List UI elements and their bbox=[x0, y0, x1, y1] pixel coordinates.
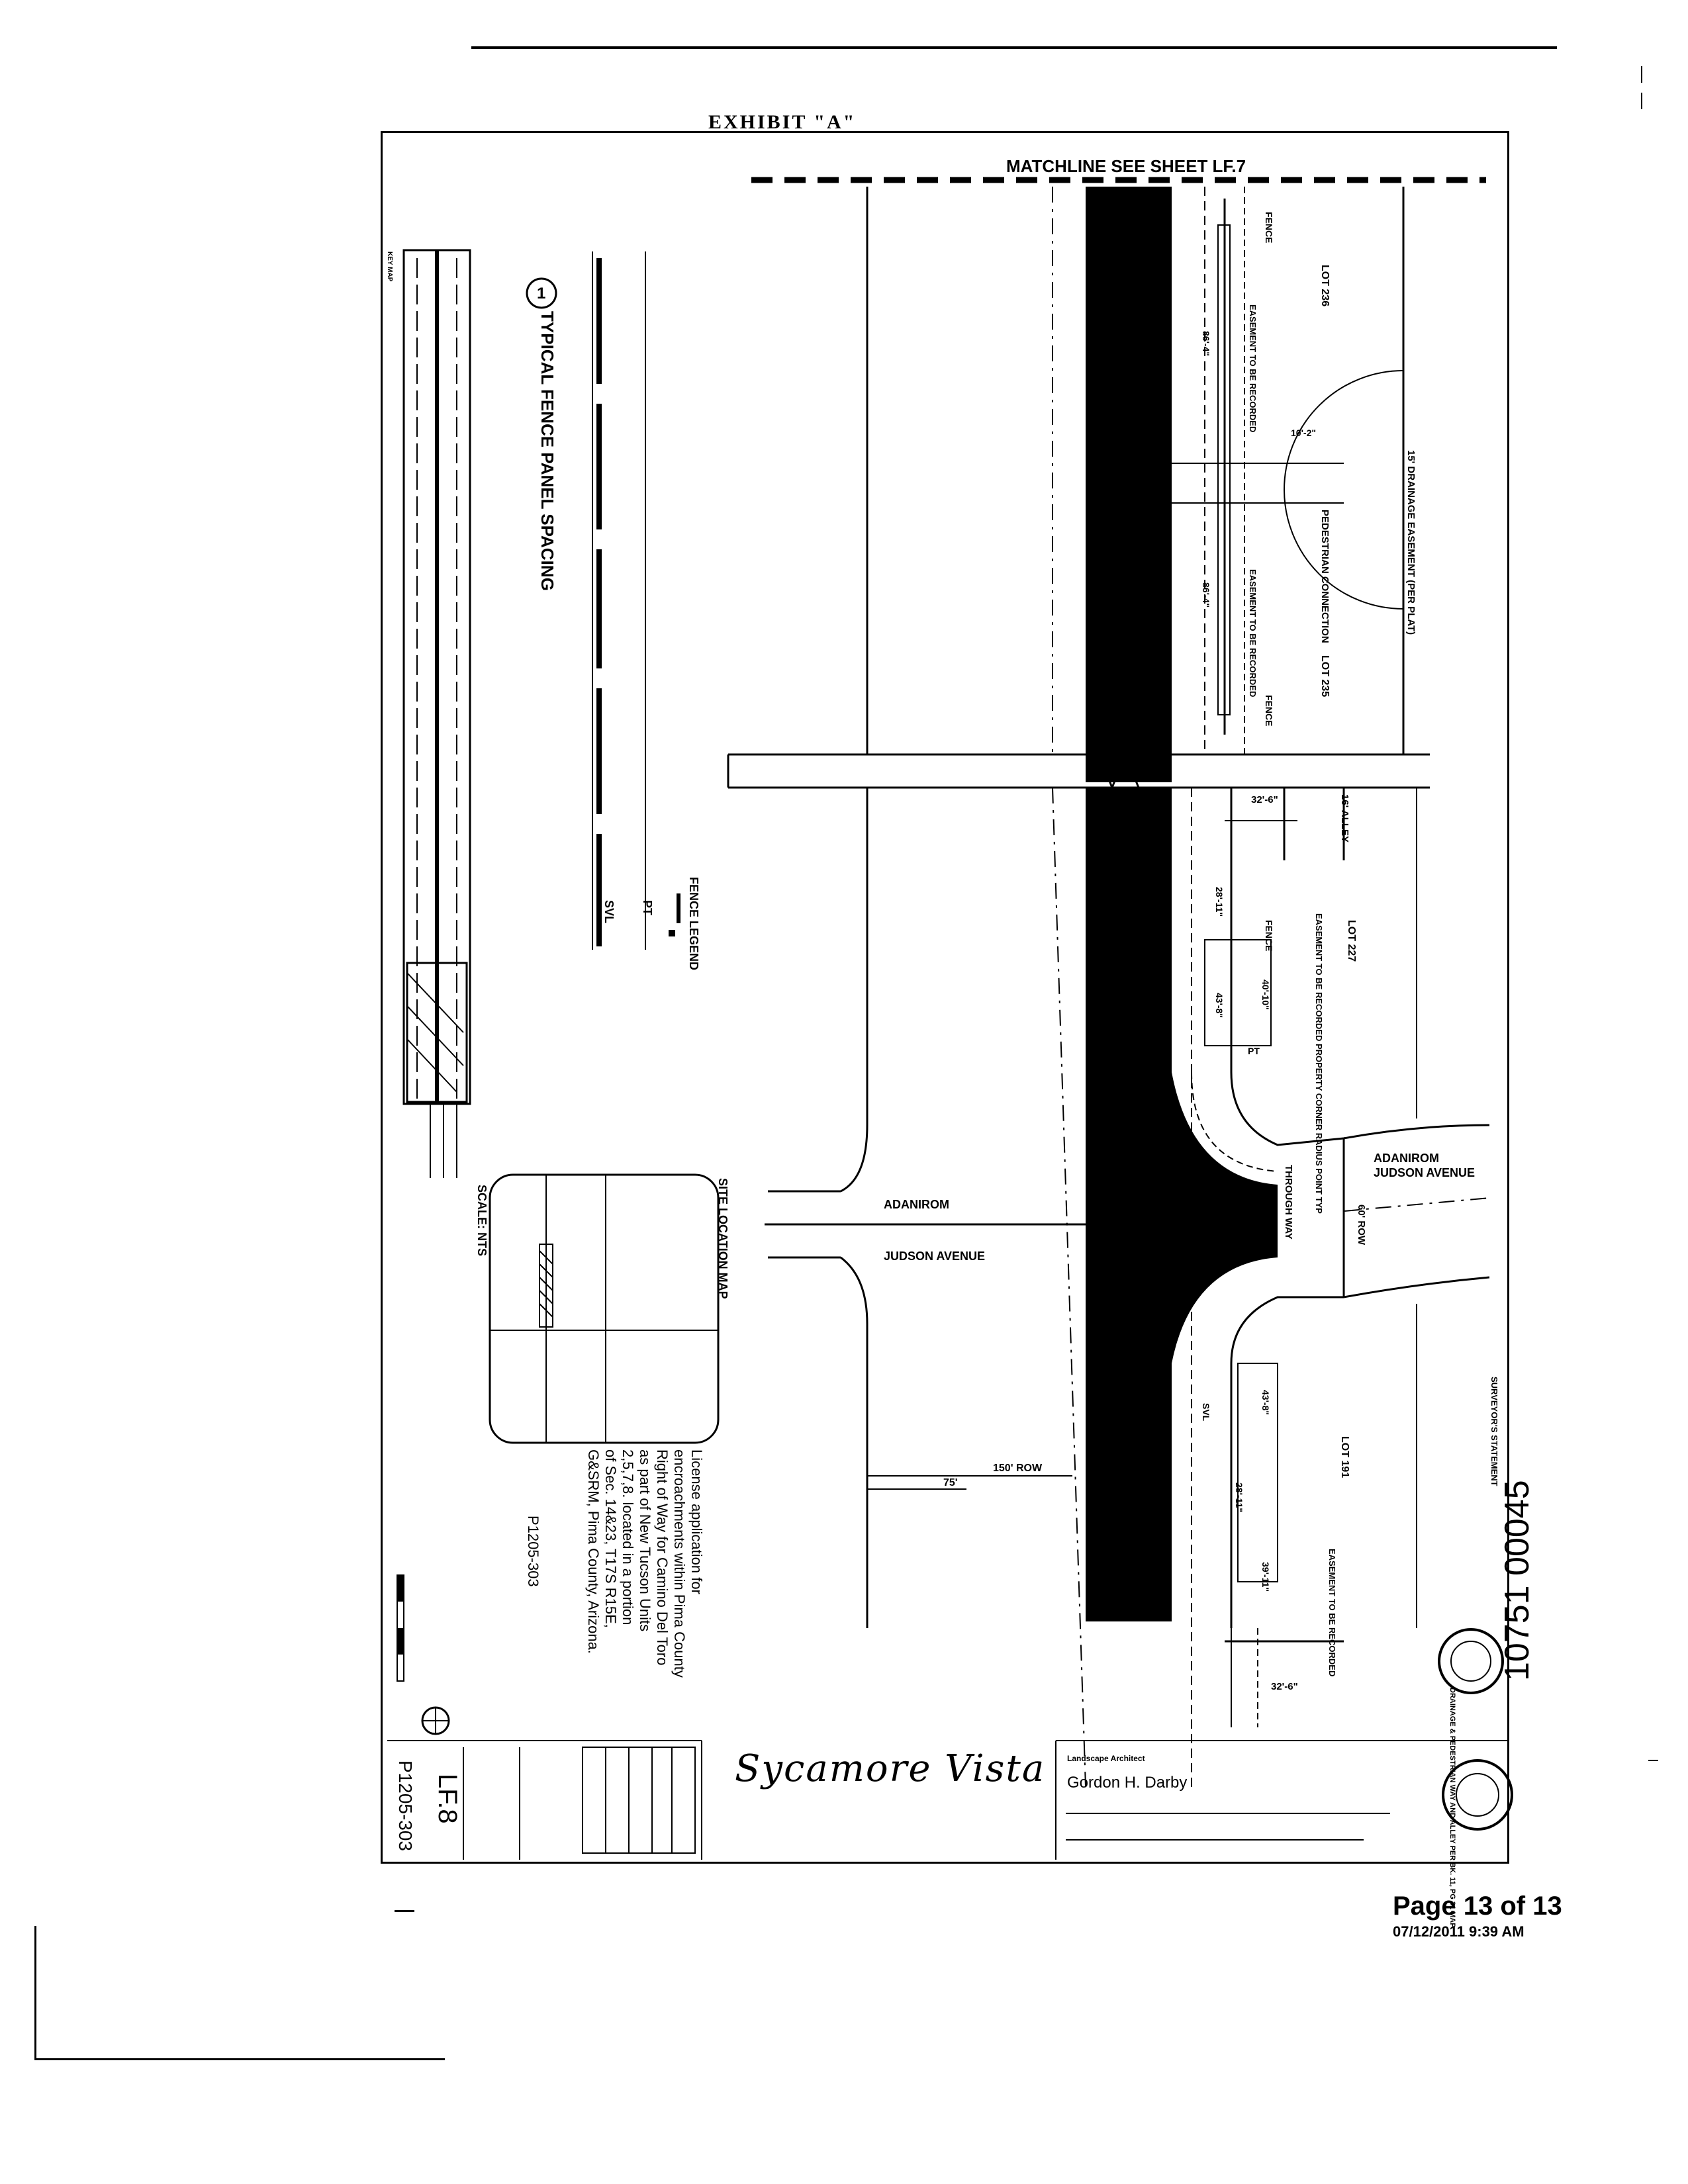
easement-to-be-recorded-mid: EASEMENT TO BE RECORDED bbox=[1248, 569, 1258, 698]
row-75-label: 75' bbox=[943, 1477, 958, 1488]
drainage-easement-label: 15' DRAINAGE EASEMENT (PER PLAT) bbox=[1405, 450, 1417, 635]
alley-label: 16' ALLEY bbox=[1339, 794, 1350, 843]
architect-name: Gordon H. Darby bbox=[1067, 1774, 1188, 1792]
exhibit-title: EXHIBIT "A" bbox=[708, 111, 857, 133]
bottom-rule bbox=[34, 2058, 445, 2060]
adanirom-right-label: ADANIROM bbox=[1374, 1152, 1439, 1165]
judson-right-label: JUDSON AVENUE bbox=[1374, 1166, 1476, 1179]
dim-86-4-top: 86'-4" bbox=[1201, 331, 1211, 356]
dim-32-6-bottom: 32'-6" bbox=[1271, 1681, 1298, 1692]
license-line-4: as part of New Tucson Units bbox=[637, 1449, 653, 1632]
dim-86-4-bottom: 86'-4" bbox=[1201, 582, 1211, 608]
dim-28-11-top: 28'-11" bbox=[1214, 887, 1225, 917]
project-number-left: P1205-303 bbox=[525, 1516, 541, 1587]
easement-to-be-recorded-top: EASEMENT TO BE RECORDED bbox=[1248, 304, 1258, 433]
dim-39-11: 39'-11" bbox=[1260, 1562, 1271, 1592]
license-line-5: 2,5,7,8. located in a portion bbox=[620, 1449, 636, 1625]
license-line-6: of Sec. 14&23, T17S R15E, bbox=[602, 1449, 619, 1628]
scale-nts-label: SCALE: NTS bbox=[475, 1185, 489, 1256]
pt-legend: PT bbox=[641, 900, 654, 916]
license-text-block: License application for encroachments wi… bbox=[585, 1449, 705, 1678]
architect-label: Landscape Architect bbox=[1067, 1754, 1145, 1763]
lot-191-label: LOT 191 bbox=[1339, 1436, 1350, 1479]
lot-236-label: LOT 236 bbox=[1319, 265, 1331, 307]
license-line-1: License application for bbox=[688, 1449, 705, 1594]
project-name-signature: Sycamore Vista bbox=[735, 1747, 1046, 1790]
left-margin-rule bbox=[34, 1926, 36, 2058]
row-60-label: 60' ROW bbox=[1356, 1205, 1367, 1246]
license-line-7: G&SRM, Pima County, Arizona. bbox=[585, 1449, 602, 1654]
lot-235-label: LOT 235 bbox=[1319, 655, 1331, 698]
fence-label-top: FENCE bbox=[1264, 212, 1274, 244]
through-way-label: THROUGH WAY bbox=[1283, 1165, 1294, 1240]
dim-10-2: 10'-2" bbox=[1291, 428, 1316, 438]
judson-left-label: JUDSON AVENUE bbox=[884, 1250, 986, 1263]
easement-to-be-recorded-bottom: EASEMENT TO BE RECORDED bbox=[1327, 1549, 1337, 1677]
svl-legend: SVL bbox=[602, 900, 616, 924]
property-corner-label: EASEMENT TO BE RECORDED PROPERTY CORNER … bbox=[1314, 913, 1324, 1214]
sheet-id: LF.8 bbox=[433, 1774, 462, 1824]
row-150-label: 150' ROW bbox=[993, 1463, 1043, 1474]
dim-32-6-top: 32'-6" bbox=[1251, 794, 1278, 805]
vertical-document-id: 10751 00045 bbox=[1498, 1480, 1536, 1681]
typical-fence-title: TYPICAL FENCE PANEL SPACING bbox=[538, 311, 557, 591]
detail-number: 1 bbox=[537, 285, 546, 302]
dim-28-11-bottom: 28'-11" bbox=[1234, 1482, 1244, 1513]
site-location-map-title: SITE LOCATION MAP bbox=[716, 1178, 729, 1299]
surveyors-statement-label: SURVEYOR'S STATEMENT bbox=[1489, 1377, 1499, 1486]
fence-label-lower: FENCE bbox=[1264, 920, 1274, 952]
page-count: Page 13 of 13 bbox=[1393, 1891, 1562, 1921]
adanirom-left-label: ADANIROM bbox=[884, 1198, 949, 1211]
svl-label-plan: SVL bbox=[1201, 1403, 1211, 1422]
top-rule bbox=[471, 46, 1557, 49]
license-line-3: Right of Way for Camino Del Toro bbox=[654, 1449, 671, 1666]
dim-43-8-bottom: 43'-8" bbox=[1260, 1390, 1271, 1415]
lot-227-label: LOT 227 bbox=[1346, 920, 1357, 962]
stray-mark bbox=[395, 1910, 414, 1912]
dim-40-10: 40'-10" bbox=[1260, 979, 1271, 1010]
drawing-sheet bbox=[381, 131, 1509, 1864]
matchline-label: MATCHLINE SEE SHEET LF.7 bbox=[1006, 156, 1246, 176]
license-line-2: encroachments within Pima County bbox=[671, 1449, 688, 1678]
fence-legend-title: FENCE LEGEND bbox=[687, 877, 700, 971]
fence-label-mid: FENCE bbox=[1264, 695, 1274, 727]
dim-43-8-top: 43'-8" bbox=[1214, 993, 1225, 1018]
sheet-project-number: P1205-303 bbox=[395, 1760, 416, 1852]
pedestrian-connection-label: PEDESTRIAN CONNECTION bbox=[1319, 510, 1331, 643]
pt-label-plan: PT bbox=[1248, 1046, 1260, 1056]
key-map-title: KEY MAP bbox=[386, 251, 393, 282]
page-timestamp: 07/12/2011 9:39 AM bbox=[1393, 1923, 1524, 1940]
